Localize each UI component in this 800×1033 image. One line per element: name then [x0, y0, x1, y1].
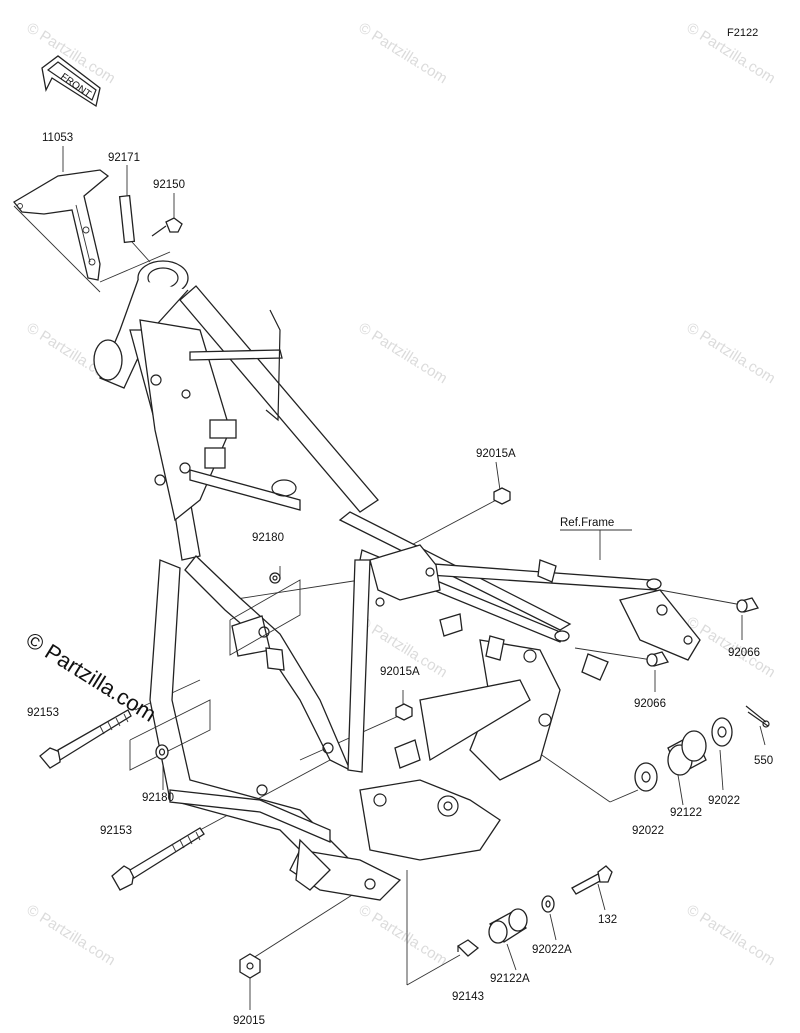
- bracket-11053: [13, 169, 110, 281]
- part-label-92015A-mid[interactable]: 92015A: [380, 666, 420, 678]
- bolt-92150: [151, 217, 183, 237]
- part-label-92022A[interactable]: 92022A: [532, 944, 572, 956]
- front-arrow-icon: FRONT: [41, 55, 101, 108]
- plate-92180-zone: [129, 579, 301, 771]
- part-label-92150[interactable]: 92150: [153, 179, 185, 191]
- leader-lines: [13, 146, 766, 1010]
- part-label-92153-bot[interactable]: 92153: [100, 825, 132, 837]
- washer-92022-right: [711, 717, 733, 747]
- washer-92180-bot: [155, 744, 169, 760]
- bolt-92153-bot: [111, 827, 205, 891]
- part-label-92022-right[interactable]: 92022: [708, 795, 740, 807]
- figure-code: F2122: [727, 27, 759, 39]
- nut-92015A-mid: [395, 703, 413, 721]
- nut-92015A-top: [493, 487, 511, 505]
- collar-92143: [456, 939, 480, 957]
- washer-92022-left: [634, 762, 658, 792]
- main-frame: [93, 260, 701, 901]
- part-label-92143[interactable]: 92143: [452, 991, 484, 1003]
- part-label-92180-top[interactable]: 92180: [252, 532, 284, 544]
- part-label-92122[interactable]: 92122: [670, 807, 702, 819]
- part-label-92122A[interactable]: 92122A: [490, 973, 530, 985]
- cap-92066-top: [736, 597, 759, 613]
- spacer-92180-top: [269, 572, 281, 584]
- bolt-92153-top: [39, 709, 132, 769]
- ref-frame-label: Ref.Frame: [560, 517, 615, 529]
- bushing-92122: [667, 730, 707, 776]
- part-label-550[interactable]: 550: [754, 755, 774, 767]
- part-label-92015[interactable]: 92015: [233, 1015, 265, 1027]
- cap-92066-bot: [646, 651, 669, 667]
- part-label-92171[interactable]: 92171: [108, 152, 140, 164]
- washer-92022A: [541, 895, 555, 913]
- part-label-92180-bot[interactable]: 92180: [142, 792, 174, 804]
- part-label-11053[interactable]: 11053: [42, 132, 74, 144]
- pin-550: [745, 705, 770, 728]
- bolt-132: [571, 865, 613, 895]
- part-label-132[interactable]: 132: [598, 914, 618, 926]
- part-label-92015A-top[interactable]: 92015A: [476, 448, 516, 460]
- part-label-92153-top[interactable]: 92153: [27, 707, 59, 719]
- part-label-92066-bot[interactable]: 92066: [634, 698, 666, 710]
- bushing-92122A: [488, 908, 528, 944]
- strip-92171: [118, 194, 136, 244]
- nut-92015: [239, 953, 261, 979]
- part-label-92066-top[interactable]: 92066: [728, 647, 760, 659]
- part-label-92022-left[interactable]: 92022: [632, 825, 664, 837]
